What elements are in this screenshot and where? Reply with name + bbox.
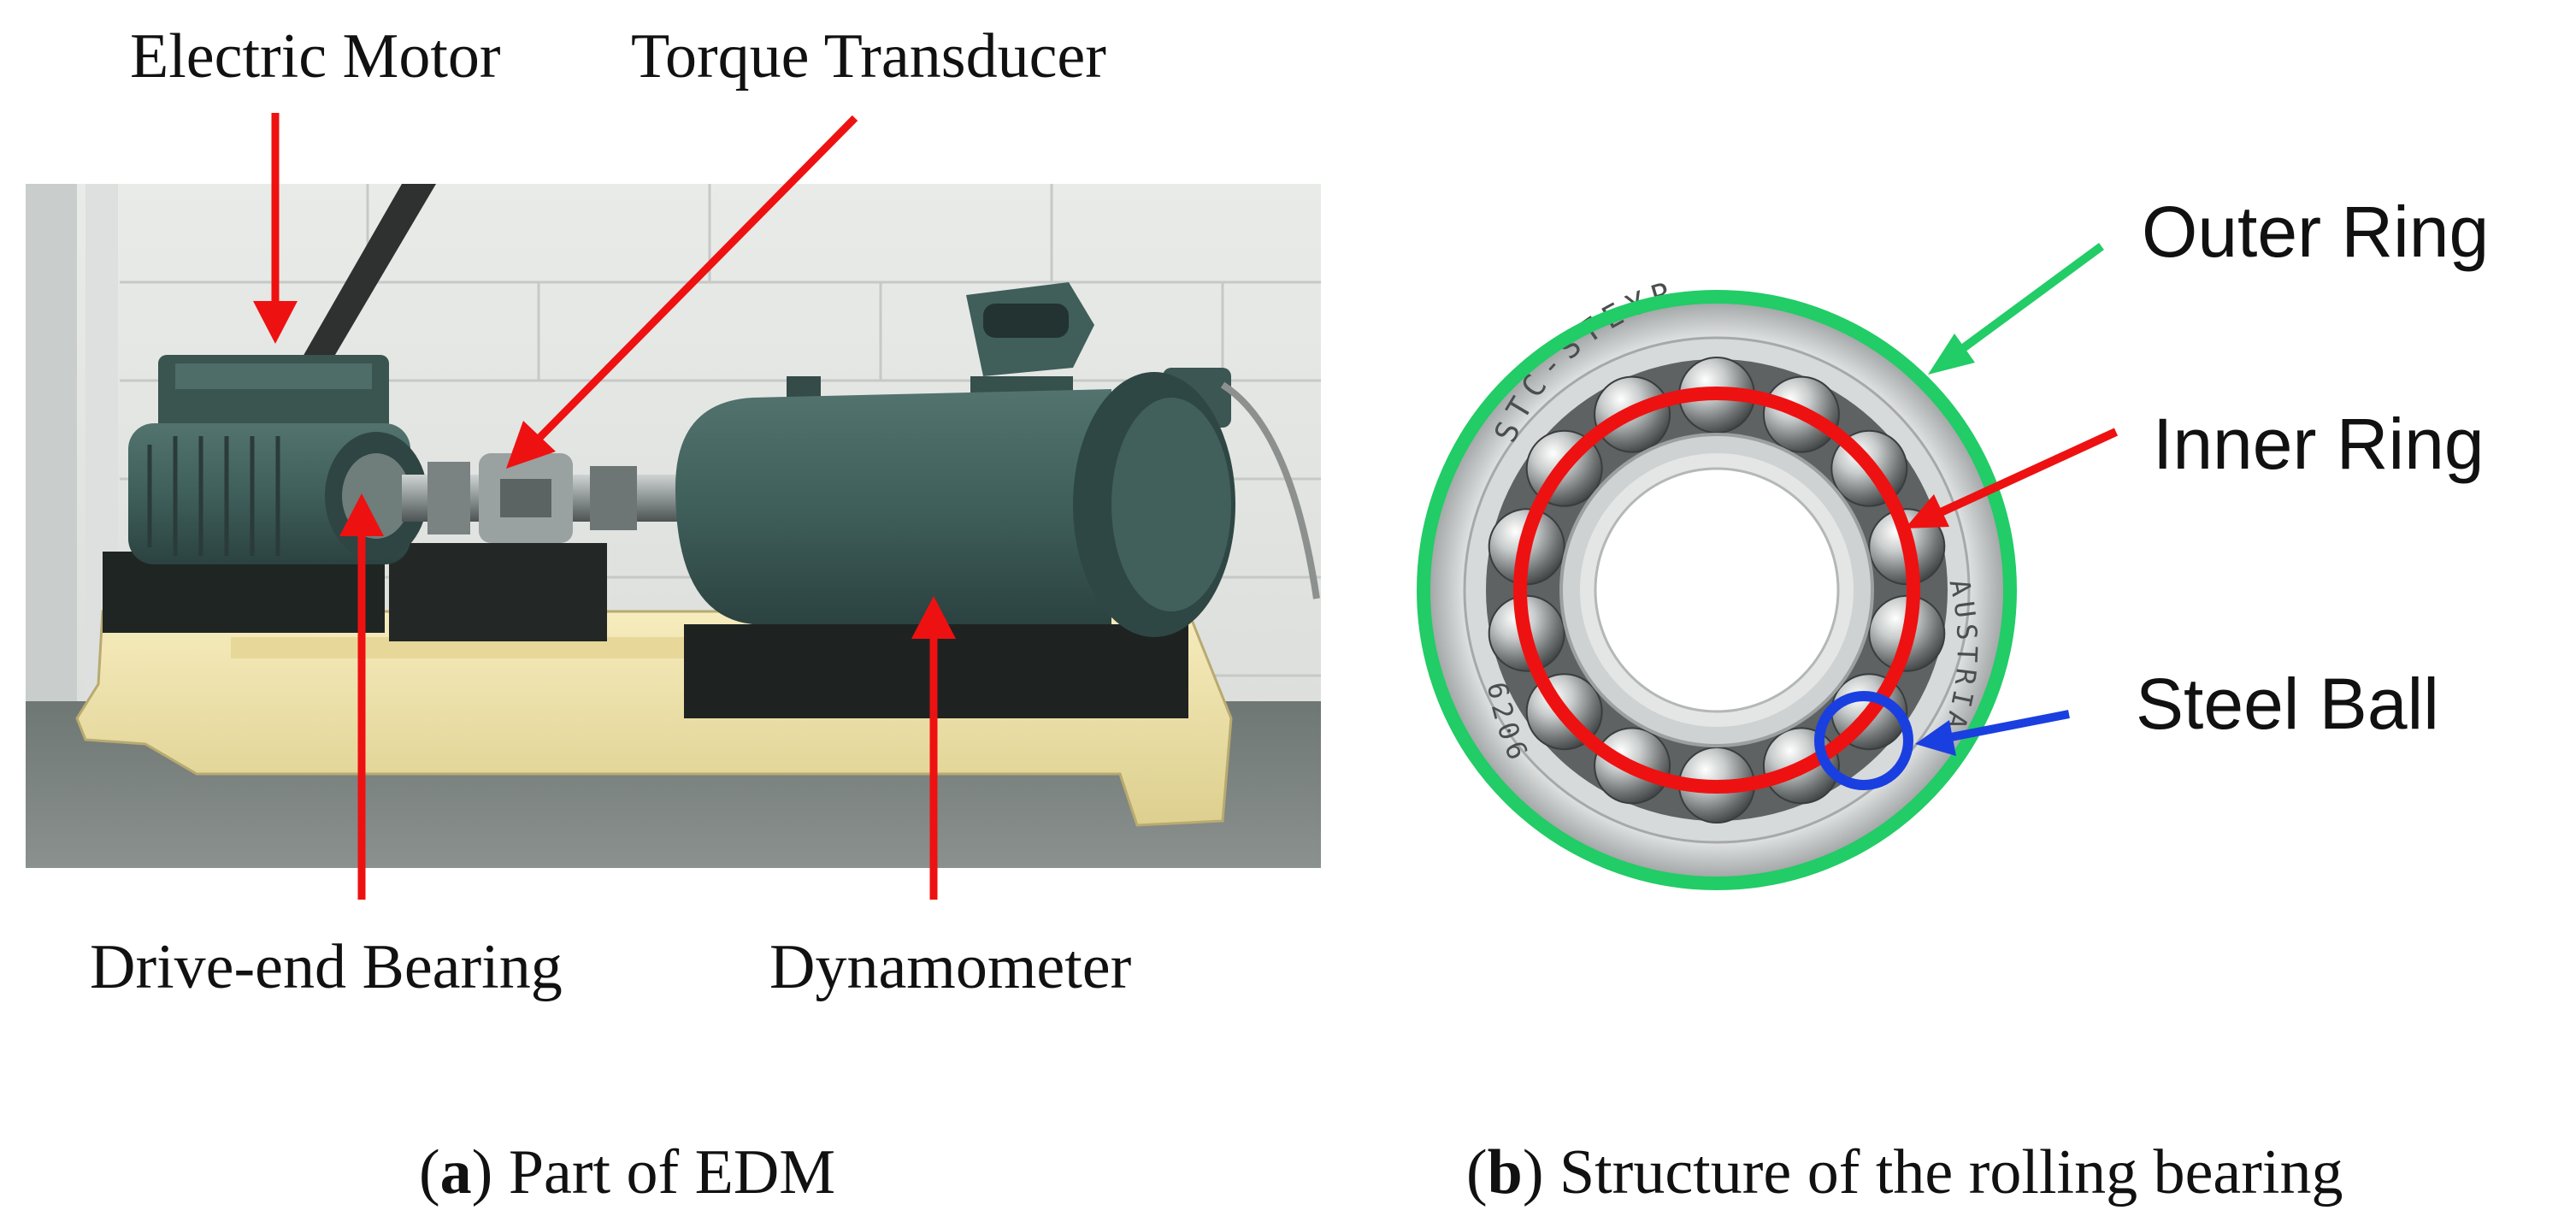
outer-ring-arrow	[1960, 242, 2104, 353]
bearing-image: STC-STEYR AUSTRIA 6206	[1424, 275, 2009, 883]
label-torque-transducer: Torque Transducer	[631, 21, 1106, 92]
dynamometer-arrowhead	[911, 596, 956, 639]
label-electric-motor: Electric Motor	[130, 21, 501, 92]
label-steel-ball: Steel Ball	[2136, 664, 2439, 744]
label-dynamometer: Dynamometer	[769, 932, 1131, 1002]
outer-ring-highlight	[1417, 290, 2017, 890]
red-arrows	[253, 113, 956, 900]
label-drive-end-bearing: Drive-end Bearing	[90, 932, 563, 1002]
electric-motor-arrowhead	[253, 301, 298, 344]
caption-b: (b) Structure of the rolling bearing	[1466, 1137, 2343, 1207]
inner-ring-arrowhead	[1905, 494, 1949, 528]
label-outer-ring: Outer Ring	[2142, 192, 2489, 272]
steel-ball-arrow	[1950, 710, 2070, 741]
torque-transducer-arrowhead	[506, 421, 556, 469]
outer-ring-arrowhead	[1928, 334, 1975, 375]
test-rig-photo	[26, 184, 1321, 868]
steel-ball-highlight	[1814, 691, 1913, 790]
panel-b: STC-STEYR AUSTRIA 6206 Outer Ring Inner …	[1417, 192, 2489, 1207]
inner-ring-highlight	[1513, 387, 1920, 794]
caption-a-letter: a	[440, 1137, 472, 1207]
caption-b-letter: b	[1488, 1137, 1523, 1207]
steel-ball-arrowhead	[1915, 720, 1956, 756]
inner-ring-arrow	[1936, 428, 2119, 517]
caption-a-text: Part of EDM	[509, 1137, 835, 1207]
label-inner-ring: Inner Ring	[2153, 404, 2485, 484]
caption-a: (a) Part of EDM	[419, 1137, 835, 1207]
panel-a: Electric Motor Torque Transducer Drive-e…	[26, 21, 1321, 1207]
torque-transducer-arrow	[533, 115, 858, 445]
drive-end-bearing-arrowhead	[339, 493, 384, 536]
caption-b-text: Structure of the rolling bearing	[1559, 1137, 2343, 1207]
